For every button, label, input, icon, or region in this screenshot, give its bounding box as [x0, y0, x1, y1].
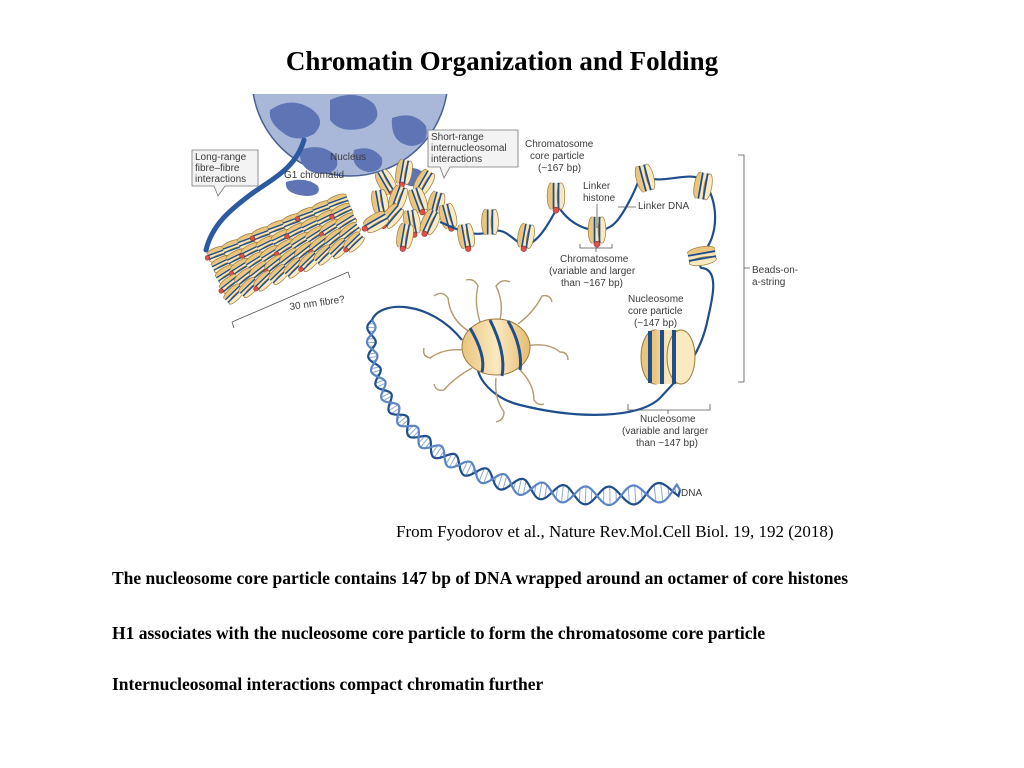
svg-text:fibre–fibre: fibre–fibre	[195, 163, 240, 174]
chromatid-strand	[203, 137, 307, 253]
svg-text:Chromatosome: Chromatosome	[560, 254, 629, 265]
svg-text:(~147 bp): (~147 bp)	[634, 318, 677, 329]
nucleus-label: Nucleus	[330, 152, 366, 163]
svg-text:Chromatosome: Chromatosome	[525, 139, 594, 150]
bullet-nucleosome-core: The nucleosome core particle contains 14…	[112, 568, 849, 588]
nucleosome-with-tails	[422, 278, 569, 423]
svg-text:core particle: core particle	[628, 306, 683, 317]
bead-nucleosome	[693, 171, 713, 201]
svg-text:interactions: interactions	[195, 174, 246, 185]
svg-text:Short-range: Short-range	[431, 132, 484, 143]
30nm-fibre	[204, 193, 365, 305]
svg-text:(variable and larger: (variable and larger	[549, 266, 636, 277]
figure-citation: From Fyodorov et al., Nature Rev.Mol.Cel…	[396, 522, 834, 541]
linker-histone-label: Linker histone	[583, 181, 616, 228]
dna-label: DNA	[681, 488, 702, 499]
svg-text:histone: histone	[583, 193, 616, 204]
nucleus-shape	[252, 94, 448, 196]
svg-text:(~167 bp): (~167 bp)	[538, 163, 581, 174]
svg-text:interactions: interactions	[431, 154, 482, 165]
svg-text:Beads-on-: Beads-on-	[752, 265, 798, 276]
svg-text:core particle: core particle	[530, 151, 585, 162]
long-range-callout: Long-range fibre–fibre interactions	[191, 149, 259, 197]
bead-nucleosome	[546, 182, 566, 214]
bead-nucleosome	[457, 223, 475, 252]
svg-text:Long-range: Long-range	[195, 152, 247, 163]
nucleosome-core-particle	[640, 329, 696, 385]
bead-nucleosome	[481, 209, 499, 235]
bead-nucleosome	[587, 216, 607, 248]
chromatosome-label: Chromatosome (variable and larger than ~…	[549, 244, 636, 289]
svg-text:Linker: Linker	[583, 181, 611, 192]
bead-nucleosome	[634, 163, 656, 193]
chromatin-cluster	[361, 159, 458, 252]
svg-text:Nucleosome: Nucleosome	[640, 414, 696, 425]
cluster-nucleosome	[361, 211, 390, 233]
bead-nucleosome	[687, 245, 717, 267]
svg-text:internucleosomal: internucleosomal	[431, 143, 507, 154]
svg-text:than ~167 bp): than ~167 bp)	[561, 278, 623, 289]
bullet-internucleosomal: Internucleosomal interactions compact ch…	[112, 674, 544, 694]
fibre-nucleosome	[343, 231, 365, 253]
slide-title: Chromatin Organization and Folding	[285, 46, 719, 76]
cluster-nucleosome	[395, 159, 413, 188]
cluster-nucleosome	[419, 208, 441, 237]
linker-dna-strand	[439, 173, 717, 416]
bead-nucleosome	[517, 223, 535, 252]
svg-text:(variable and larger: (variable and larger	[622, 426, 709, 437]
bullet-h1-chromatosome: H1 associates with the nucleosome core p…	[112, 623, 766, 643]
svg-text:than ~147 bp): than ~147 bp)	[636, 438, 698, 449]
nucleosome-label: Nucleosome (variable and larger than ~14…	[622, 404, 711, 449]
svg-text:30 nm fibre?: 30 nm fibre?	[289, 294, 346, 313]
cluster-nucleosome	[408, 186, 428, 216]
beads-on-a-string-bracket: Beads-on- a-string	[738, 154, 798, 383]
g1-chromatid-label: G1 chromatid	[284, 170, 344, 181]
cluster-nucleosome	[375, 168, 397, 197]
cluster-nucleosome	[396, 223, 414, 252]
short-range-callout: Short-range internucleosomal interaction…	[427, 129, 519, 179]
svg-text:a-string: a-string	[752, 277, 785, 288]
chromatosome-core-label: Chromatosome core particle (~167 bp)	[525, 139, 594, 174]
linker-dna-label: Linker DNA	[638, 201, 689, 212]
nucleosome-core-label: Nucleosome core particle (~147 bp)	[628, 294, 684, 329]
beads-on-a-string-nucleosomes	[457, 163, 717, 267]
svg-text:Nucleosome: Nucleosome	[628, 294, 684, 305]
dna-double-helix	[365, 305, 682, 507]
